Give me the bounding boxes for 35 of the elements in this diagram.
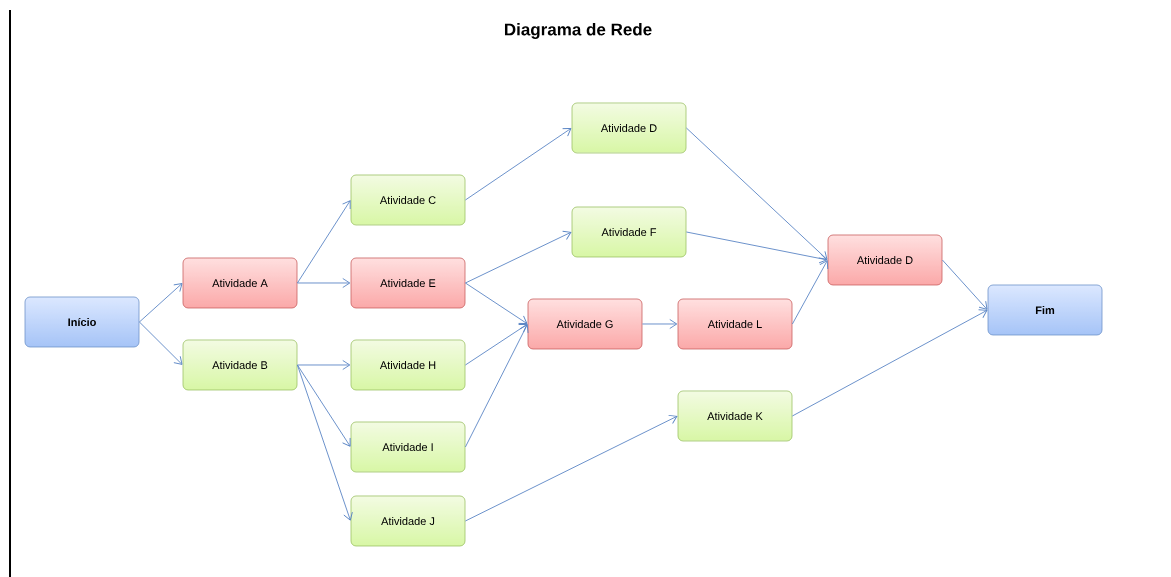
arrow [464, 230, 572, 284]
activity-box: Atividade J [350, 495, 466, 547]
arrow [464, 282, 528, 324]
activity-box: Atividade B [182, 339, 298, 391]
arrow [296, 200, 351, 284]
arrow [296, 364, 353, 521]
activity-box: Atividade I [350, 421, 466, 473]
arrow [641, 319, 678, 329]
activity-box: Atividade C [350, 174, 466, 226]
arrow [464, 128, 572, 201]
arrow [941, 259, 988, 310]
activity-box: Atividade D [571, 102, 687, 154]
activity-box: Atividade F [571, 206, 687, 258]
activity-box: Atividade G [527, 298, 643, 350]
arrow [138, 283, 183, 323]
activity-box: Atividade E [350, 257, 466, 309]
arrow [296, 360, 351, 370]
arrow [464, 324, 528, 366]
activity-box: Início [24, 296, 140, 348]
activity-box: Atividade A [182, 257, 298, 309]
title: Diagrama de Rede [505, 23, 652, 39]
arrow [685, 231, 828, 264]
arrow [296, 364, 351, 447]
arrow [791, 309, 988, 417]
activity-box: Atividade H [350, 339, 466, 391]
arrow [138, 321, 183, 365]
activity-box: Atividade L [677, 298, 793, 350]
activity-box: Atividade D [827, 234, 943, 286]
arrow [296, 278, 351, 288]
arrow [791, 260, 829, 325]
arrow [464, 415, 678, 522]
activity-box: Atividade K [677, 390, 793, 442]
activity-box: Fim [987, 284, 1103, 336]
arrow [685, 127, 828, 260]
arrow [464, 324, 529, 448]
